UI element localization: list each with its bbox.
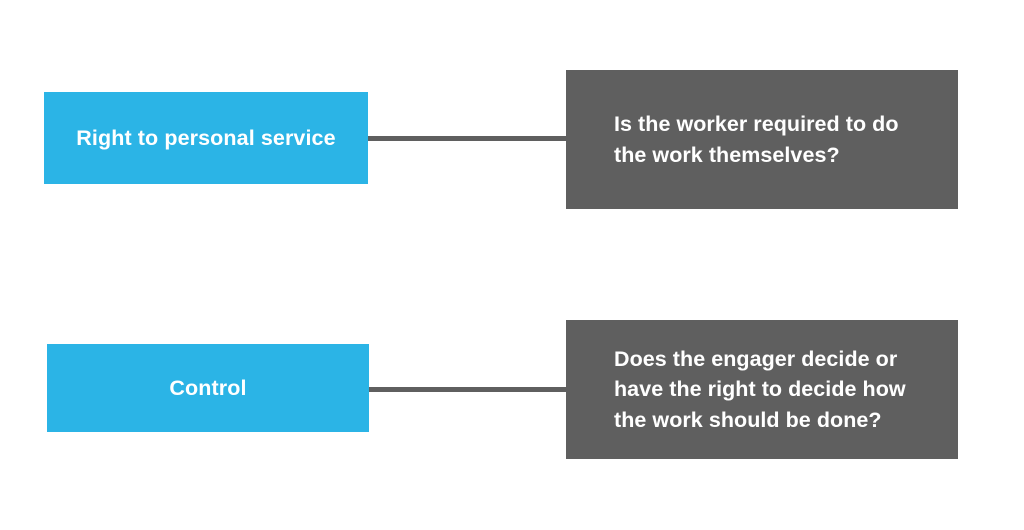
label-box-text: Control xyxy=(169,375,247,400)
label-box-text: Right to personal service xyxy=(76,125,336,150)
question-box-text: Is the worker required to do the work th… xyxy=(614,111,899,167)
label-box-right-to-personal-service[interactable]: Right to personal service xyxy=(44,92,368,184)
label-box-control[interactable]: Control xyxy=(47,344,369,432)
connector-line xyxy=(369,387,567,392)
connector-line xyxy=(368,136,567,141)
question-box-right-to-personal-service[interactable]: Is the worker required to do the work th… xyxy=(566,70,958,209)
question-box-text: Does the engager decide or have the righ… xyxy=(614,346,906,432)
question-box-control[interactable]: Does the engager decide or have the righ… xyxy=(566,320,958,459)
